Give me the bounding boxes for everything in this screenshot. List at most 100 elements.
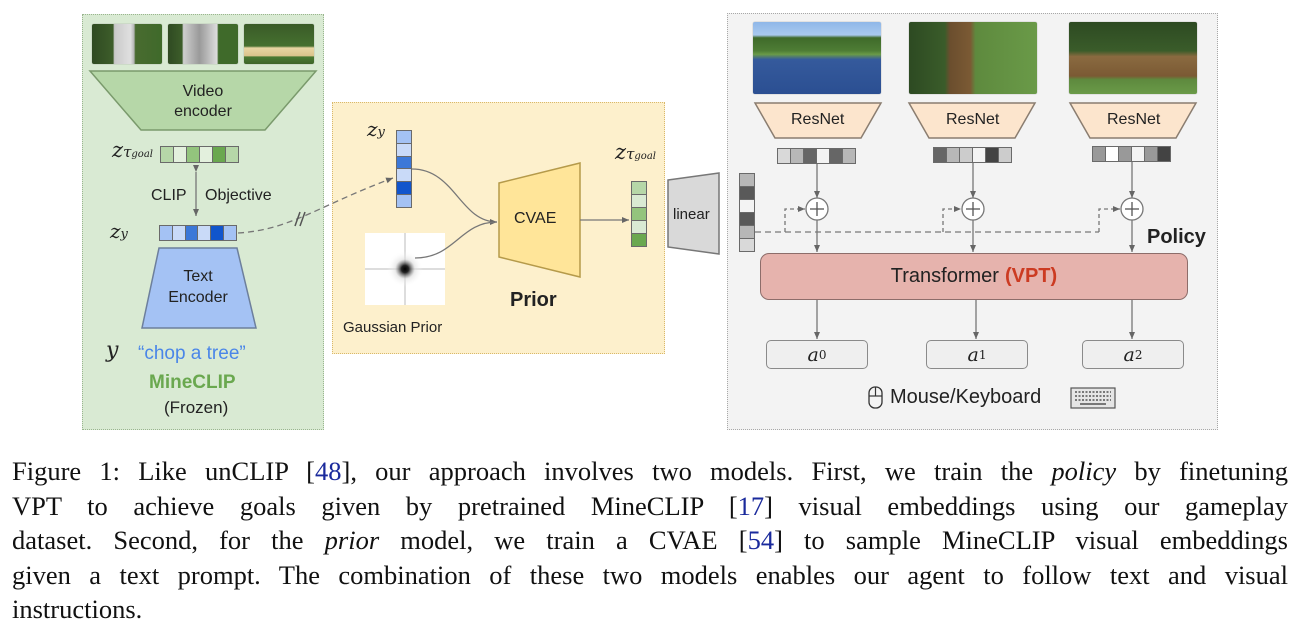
prior-title: Prior — [510, 289, 557, 311]
vector-cell — [998, 148, 1011, 162]
gaussian-prior-label: Gaussian Prior — [343, 319, 443, 336]
clip-label: CLIP — [151, 187, 187, 204]
vector-cell — [740, 225, 754, 238]
z-y-label: zy — [110, 219, 128, 243]
transformer-label: Transformer — [890, 265, 999, 287]
vector-cell — [1144, 147, 1157, 161]
vector-cell — [632, 233, 646, 246]
vector-cell — [632, 207, 646, 220]
vector-cell — [829, 149, 842, 163]
break-mark — [294, 211, 301, 227]
linear-shape — [667, 172, 720, 255]
vector-cell — [790, 149, 803, 163]
prior-input-curve — [411, 168, 498, 225]
citation-link[interactable]: 48 — [315, 456, 342, 486]
text-encoder-shape — [141, 247, 257, 329]
prior-output-embedding-vector — [631, 181, 647, 247]
video-encoder-label-line2: encoder — [174, 103, 232, 120]
prior-z-y-label: zy — [367, 117, 385, 141]
policy-thumbnail-log — [1069, 22, 1197, 94]
vector-cell — [1131, 147, 1144, 161]
policy-title: Policy — [1147, 226, 1206, 248]
gaussian-input-curve — [414, 221, 498, 259]
frozen-label: (Frozen) — [164, 398, 229, 417]
keyboard-icon — [1070, 387, 1116, 409]
resnet-shape — [753, 102, 883, 139]
policy-thumbnail-river — [753, 22, 881, 94]
vector-cell — [740, 199, 754, 212]
resnet-label: ResNet — [791, 111, 845, 128]
cvae-label: CVAE — [514, 210, 557, 227]
vector-cell — [740, 186, 754, 199]
vector-cell — [397, 168, 411, 182]
vector-cell — [632, 220, 646, 233]
caption-line-4: given a text prompt. The combination of … — [12, 559, 1288, 590]
mineclip-goal-embedding-vector — [160, 146, 239, 163]
vector-cell — [171, 226, 185, 240]
vector-cell — [186, 147, 199, 162]
text-encoder-label: Text Encoder — [166, 266, 230, 308]
mineclip-text-embedding-vector — [159, 225, 237, 241]
vector-cell — [199, 147, 212, 162]
policy-thumbnail-tree — [909, 22, 1037, 94]
vector-cell — [632, 182, 646, 194]
text-embedding-link-dashed — [237, 177, 394, 234]
vector-cell — [225, 147, 238, 162]
vector-cell — [1157, 147, 1170, 161]
mouse-keyboard-label: Mouse/Keyboard — [890, 386, 1042, 408]
prompt-text: “chop a tree” — [138, 343, 246, 364]
vector-cell — [397, 194, 411, 207]
resnet-shape — [1068, 102, 1198, 139]
resnet-feature-vector — [1092, 146, 1171, 162]
citation-link[interactable]: 17 — [737, 490, 765, 521]
sum-node — [1120, 197, 1144, 221]
mineclip-thumbnail-1 — [92, 24, 162, 64]
vector-cell — [740, 174, 754, 186]
vector-cell — [1093, 147, 1105, 161]
objective-label: Objective — [205, 187, 272, 204]
vector-cell — [842, 149, 855, 163]
caption-line-3: dataset. Second, for the prior model, we… — [12, 525, 1288, 555]
caption-line-2: VPT to achieve goals given by pretrained… — [12, 490, 1288, 521]
vector-cell — [959, 148, 972, 162]
vector-cell — [816, 149, 829, 163]
vector-cell — [632, 194, 646, 207]
vpt-tag: (VPT) — [1004, 265, 1058, 287]
caption-line-5: instructions. — [12, 594, 143, 624]
linear-label: linear — [673, 206, 710, 223]
vector-cell — [397, 181, 411, 195]
resnet-label: ResNet — [946, 111, 1000, 128]
vector-cell — [160, 226, 172, 240]
vector-cell — [173, 147, 186, 162]
vector-cell — [223, 226, 236, 240]
vector-cell — [397, 131, 411, 143]
vector-cell — [934, 148, 946, 162]
figure-caption: Figure 1: Like unCLIP [48], our approach… — [12, 454, 1288, 627]
mouse-icon — [868, 386, 883, 409]
mineclip-thumbnail-2 — [168, 24, 238, 64]
break-mark — [299, 211, 306, 227]
text-encoder-label-line1: Text — [183, 268, 213, 285]
caption-line-1: Figure 1: Like unCLIP [48], our approach… — [12, 456, 1288, 486]
cvae-shape — [498, 162, 581, 278]
vector-cell — [740, 212, 754, 225]
vector-cell — [197, 226, 211, 240]
vector-cell — [946, 148, 959, 162]
vector-cell — [184, 226, 198, 240]
text-encoder-label-line2: Encoder — [168, 289, 228, 306]
vector-cell — [1118, 147, 1131, 161]
transformer-block: Transformer (VPT) — [760, 253, 1188, 300]
vector-cell — [161, 147, 173, 162]
resnet-feature-vector — [933, 147, 1012, 163]
mineclip-title: MineCLIP — [149, 372, 236, 393]
y-symbol: y — [106, 338, 119, 363]
video-encoder-shape — [88, 70, 318, 131]
citation-link[interactable]: 54 — [747, 525, 775, 555]
resnet-label: ResNet — [1107, 111, 1161, 128]
vector-cell — [972, 148, 985, 162]
video-encoder-label-line1: Video — [182, 83, 224, 100]
sum-node — [805, 197, 829, 221]
vector-cell — [397, 155, 411, 169]
